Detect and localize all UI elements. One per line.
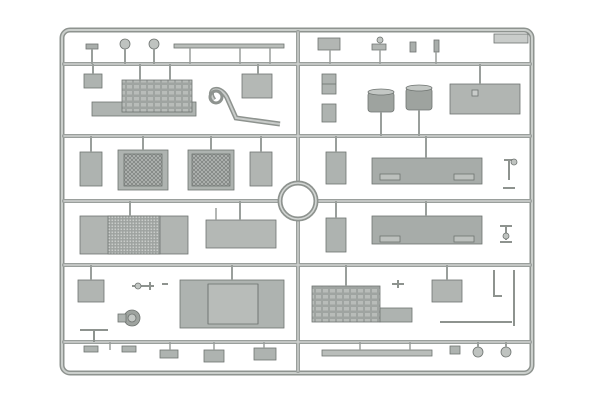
sprue-frame (59, 27, 535, 376)
row2-right-parts (325, 136, 518, 189)
row1-left-parts (83, 64, 281, 127)
row3-right-parts (325, 201, 512, 253)
row4-right-parts (311, 265, 515, 326)
row1-right-parts (321, 64, 521, 136)
row4-left-parts (77, 265, 285, 329)
bottom-band-parts (80, 329, 512, 363)
row2-left-parts (79, 136, 273, 191)
center-ring (277, 180, 319, 222)
row3-left-parts (79, 201, 277, 255)
top-band-parts (85, 33, 529, 64)
